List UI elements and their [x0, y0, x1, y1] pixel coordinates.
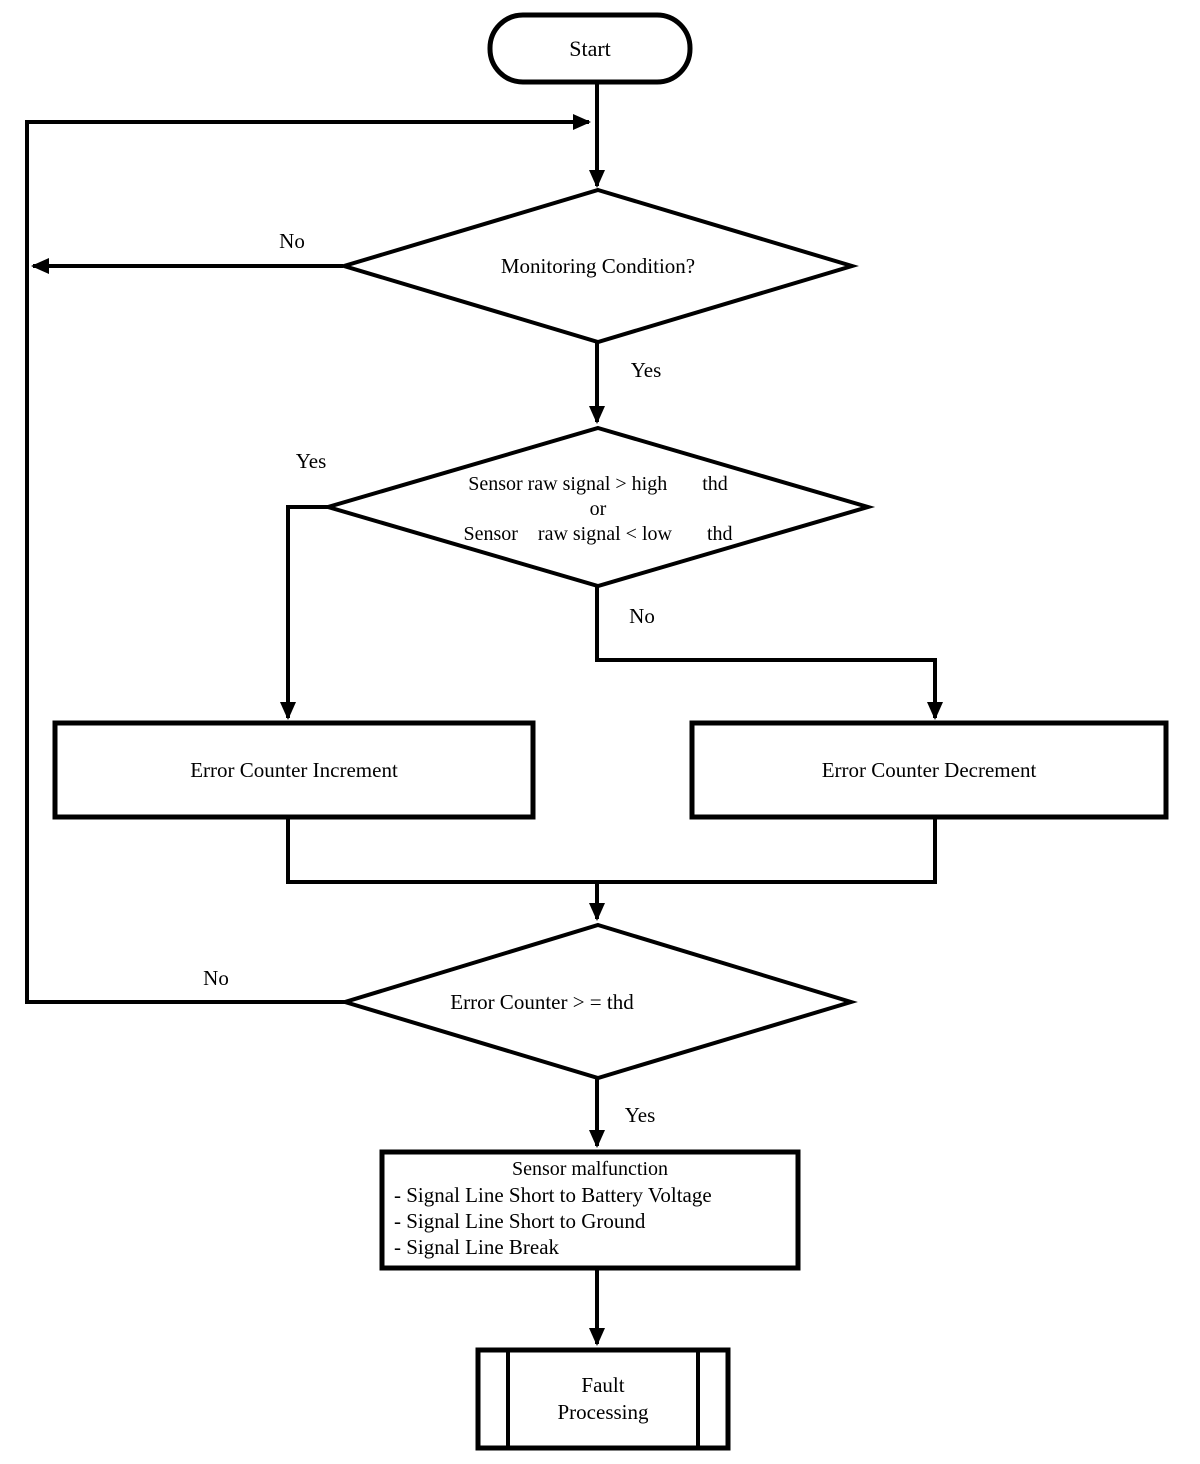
edge-label-monitoring-no: No — [279, 229, 305, 253]
malfunction-title: Sensor malfunction — [511, 1158, 669, 1180]
signal-decision-label: Sensor raw signal > high thd or Sensor r… — [348, 472, 848, 547]
threshold-diamond-shape — [338, 922, 858, 1081]
monitoring-decision-label: Monitoring Condition? — [500, 253, 696, 278]
edge-label-threshold-yes: Yes — [624, 1103, 656, 1127]
signal-diamond-shape — [320, 425, 876, 589]
decrement-box-label: Error Counter Decrement — [821, 757, 1037, 782]
start-label: Start — [569, 35, 611, 61]
fault-processing-line1: Fault — [581, 1373, 625, 1397]
edge-label-monitoring-yes: Yes — [630, 358, 662, 382]
malfunction-item-1: - Signal Line Short to Battery Voltage — [394, 1183, 712, 1207]
monitoring-diamond-shape — [337, 187, 859, 345]
signal-decision-line3: Sensor raw signal < low thd — [463, 523, 733, 545]
increment-box-shape — [52, 720, 536, 820]
start-terminator-shape — [487, 12, 693, 85]
malfunction-box-shape — [379, 1149, 801, 1271]
signal-decision-line2: or — [589, 498, 607, 520]
malfunction-item-2: - Signal Line Short to Ground — [394, 1209, 646, 1233]
malfunction-item-3: - Signal Line Break — [394, 1235, 560, 1259]
edge-label-signal-no: No — [629, 604, 655, 628]
fault-processing-label: Fault Processing — [478, 1350, 728, 1448]
edge-signal-yes — [280, 505, 330, 720]
threshold-decision-label: Error Counter > = thd — [450, 989, 634, 1014]
fault-processing-line2: Processing — [557, 1400, 649, 1424]
edge-label-signal-yes: Yes — [295, 449, 327, 473]
edge-label-threshold-no: No — [203, 966, 229, 990]
edge-loop-return — [25, 114, 591, 1004]
increment-box-label: Error Counter Increment — [190, 757, 398, 782]
edge-signal-no — [595, 586, 943, 720]
fault-processing-shape — [475, 1347, 731, 1451]
malfunction-box-label: Sensor malfunction - Signal Line Short t… — [382, 1152, 798, 1260]
decrement-box-shape — [689, 720, 1169, 820]
signal-decision-line1: Sensor raw signal > high thd — [468, 473, 728, 495]
